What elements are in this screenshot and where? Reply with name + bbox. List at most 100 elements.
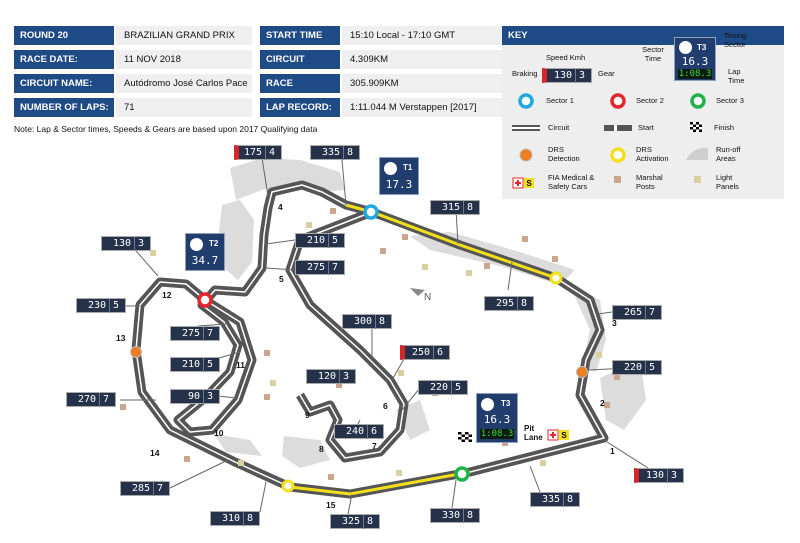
speed-gear: 7 [153, 482, 166, 496]
speed-value: 325 [341, 516, 360, 527]
drs-detection-2-icon [576, 366, 588, 378]
key-timing-num: T3 [697, 43, 707, 52]
safety-car-icon [524, 178, 534, 188]
key-sector-time: Sector Time [642, 45, 664, 63]
speed-value: 240 [345, 426, 364, 437]
speed-value: 230 [87, 300, 106, 311]
speed-value: 210 [306, 235, 325, 246]
circuit-infield-track [285, 207, 409, 463]
lap-record-label: LAP RECORD: [260, 98, 340, 117]
key-speed-sample-gear: 3 [575, 69, 588, 83]
turn-11-label: 11 [236, 360, 245, 370]
speed-gear: 6 [433, 346, 446, 360]
stopwatch-icon [679, 41, 692, 54]
speed-gear: 4 [265, 146, 278, 160]
speed-value: 120 [317, 371, 336, 382]
turn-8-label: 8 [319, 444, 324, 454]
key-braking: Braking [512, 69, 538, 78]
speed-value: 90 [187, 391, 200, 402]
turn-7-label: 7 [372, 441, 377, 451]
speed-value: 315 [441, 202, 460, 213]
key-marshal: Marshal Posts [636, 173, 663, 191]
speed-gear: 5 [328, 234, 341, 248]
light-panels [150, 222, 602, 476]
sector1-marker-icon [518, 93, 534, 109]
turn-6-label: 6 [383, 401, 388, 411]
speed-value: 310 [221, 513, 240, 524]
north-label: N [424, 292, 431, 303]
key-speed-sample-value: 130 [553, 70, 572, 81]
key-timing-lap: 1:08.3 [678, 69, 712, 79]
circuit-name-label: CIRCUIT NAME: [14, 74, 114, 93]
speed-gear: 3 [667, 469, 680, 483]
turn-13-label: 13 [116, 333, 126, 343]
turn-15-label: 15 [326, 500, 336, 510]
speed-value: 335 [321, 147, 340, 158]
key-timing-sector: Timing Sector [724, 31, 747, 49]
turn-1-label: 1 [610, 446, 615, 456]
stopwatch-t2-icon [190, 238, 203, 251]
key-fia: FIA Medical & Safety Cars [548, 173, 595, 191]
speed-value: 295 [495, 298, 514, 309]
speed-gear: 8 [517, 297, 530, 311]
key-sector3: Sector 3 [716, 96, 744, 105]
circuit-name-value: Autódromo José Carlos Pace [116, 74, 252, 93]
sector2-line-icon [197, 292, 213, 308]
key-gear: Gear [598, 69, 615, 78]
sector2-marker-icon [610, 93, 626, 109]
speed-value: 220 [429, 382, 448, 393]
key-sector2: Sector 2 [636, 96, 664, 105]
speed-gear: 6 [367, 425, 380, 439]
speed-value: 275 [306, 262, 325, 273]
sector-t3-num: T3 [501, 399, 511, 408]
speed-gear: 5 [109, 299, 122, 313]
speed-gear: 3 [203, 390, 216, 404]
start-line-icon [614, 125, 617, 131]
speed-value: 300 [353, 316, 372, 327]
sector-t3-lap: 1:08.3 [480, 429, 514, 439]
info-row-circuit: CIRCUIT NAME: Autódromo José Carlos Pace… [14, 74, 510, 108]
speed-value: 210 [181, 359, 200, 370]
marshal-post-icon [614, 176, 621, 183]
pit-lane-label: Pit Lane [524, 424, 543, 442]
speed-gear: 3 [339, 370, 352, 384]
turn-3-label: 3 [612, 318, 617, 328]
turn-10-label: 10 [214, 428, 224, 438]
turn-4-label: 4 [278, 202, 283, 212]
speed-value: 250 [411, 347, 430, 358]
speed-gear: 8 [563, 493, 576, 507]
speed-value: 285 [131, 483, 150, 494]
speed-value: 335 [541, 494, 560, 505]
sector-box-t2: T2 34.7 [185, 233, 225, 271]
laps-value: 71 [116, 98, 252, 117]
key-symbols: S [512, 93, 708, 189]
speed-value: 220 [623, 362, 642, 373]
speed-gear: 7 [203, 327, 216, 341]
key-sector1: Sector 1 [546, 96, 574, 105]
turn-14-label: 14 [150, 448, 160, 458]
info-row-date: RACE DATE: 11 NOV 2018 CIRCUIT LENGTH: 4… [14, 50, 510, 84]
sector-box-t1: T1 17.3 [379, 157, 419, 195]
drs-detection-1-icon [130, 346, 142, 358]
light-panel-icon [694, 176, 701, 183]
sector1-line-icon [363, 204, 379, 220]
speed-gear: 7 [99, 393, 112, 407]
key-timing-time: 16.3 [681, 55, 709, 68]
